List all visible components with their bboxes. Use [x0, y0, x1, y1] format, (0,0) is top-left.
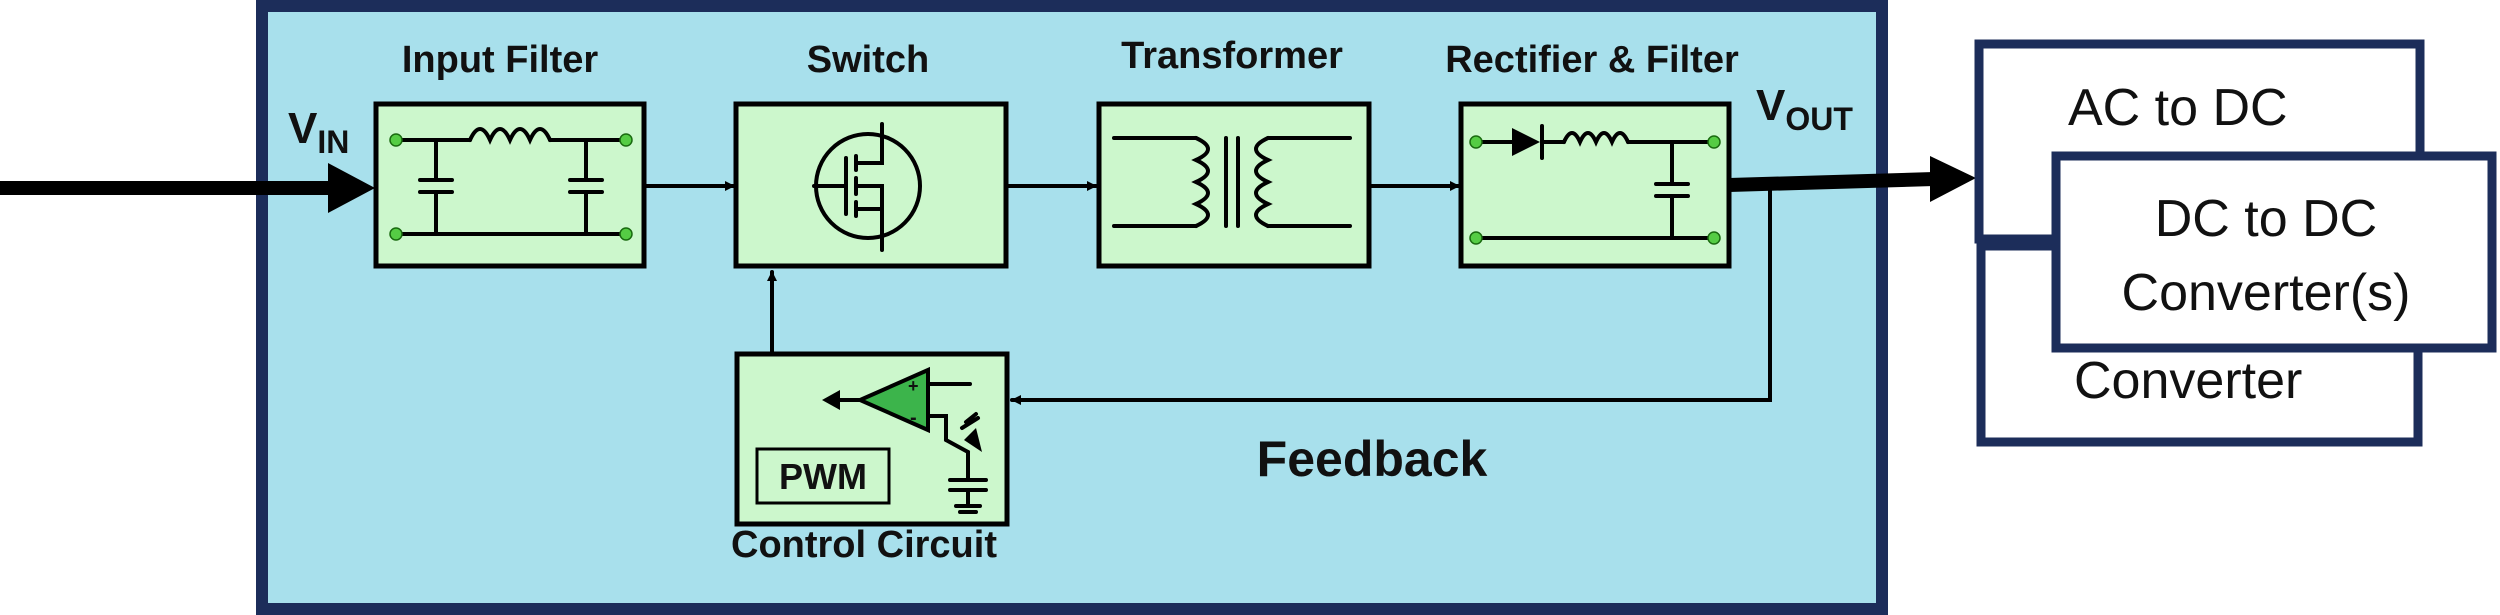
feedback-line [1010, 182, 1772, 405]
switch-title: Switch [807, 39, 929, 81]
transformer-icon [1112, 136, 1352, 228]
svg-text:-: - [910, 407, 917, 429]
rectifier-title: Rectifier & Filter [1445, 39, 1739, 81]
rectifier-block [1458, 101, 1732, 269]
dc-dc-line2: Converter(s) [2122, 264, 2411, 322]
variable-capacitor-icon [944, 412, 988, 514]
vout-label: VOUT [1756, 81, 1853, 137]
pwm-label: PWM [779, 456, 867, 497]
inductor-icon [468, 127, 552, 145]
capacitor-icon [1654, 140, 1690, 240]
pwm-box [755, 447, 891, 505]
ac-dc-line1: AC to DC [2068, 79, 2288, 137]
mosfet-icon [812, 122, 922, 252]
dc-dc-line1: DC to DC [2155, 190, 2377, 248]
control-circuit-block: + - PWM [734, 351, 1010, 527]
power-supply-panel [256, 0, 1888, 615]
svg-text:+: + [908, 376, 919, 396]
capacitor-icon [418, 138, 454, 236]
inductor-icon [1562, 131, 1630, 147]
capacitor-icon [568, 138, 604, 236]
opamp-icon: + - [822, 366, 972, 442]
vin-label: VIN [288, 104, 349, 160]
transformer-block [1096, 101, 1372, 269]
input-arrowhead [328, 163, 375, 213]
switch-block [733, 101, 1009, 269]
output-line [1728, 172, 1935, 192]
feedback-label: Feedback [1257, 431, 1488, 487]
control-circuit-title: Control Circuit [731, 524, 997, 566]
dc-dc-converter-box: DC to DC Converter(s) [2051, 151, 2497, 353]
output-arrowhead [1930, 156, 1976, 202]
transformer-title: Transformer [1121, 35, 1343, 77]
input-filter-block [373, 101, 647, 269]
ac-dc-line2: Converter [2074, 352, 2302, 410]
input-filter-title: Input Filter [402, 39, 599, 81]
